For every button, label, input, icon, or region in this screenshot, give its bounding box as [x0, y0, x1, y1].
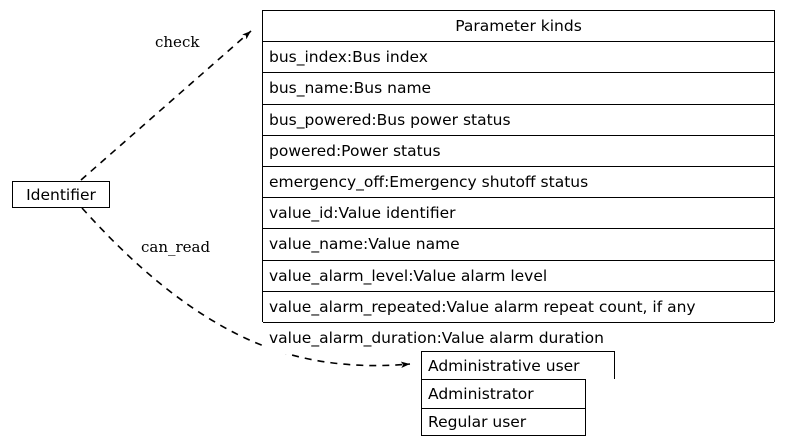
table-row[interactable]: value_alarm_duration:Value alarm duratio… [263, 322, 774, 355]
table-row[interactable]: Administrator [421, 379, 586, 408]
parameter-kinds-header: Parameter kinds [263, 11, 774, 43]
table-row[interactable]: bus_index:Bus index [263, 42, 774, 74]
administrative-user-header: Administrative user [421, 351, 615, 380]
edge-label-check: check [155, 33, 200, 51]
node-identifier[interactable]: Identifier [12, 181, 110, 208]
table-row[interactable]: value_alarm_repeated:Value alarm repeat … [263, 291, 774, 323]
node-parameter-kinds[interactable]: Parameter kinds bus_index:Bus index bus_… [262, 10, 775, 355]
edge-check-line [80, 30, 252, 181]
table-row[interactable]: emergency_off:Emergency shutoff status [263, 166, 774, 199]
table-row[interactable]: Regular user [421, 407, 586, 436]
node-administrative-user[interactable]: Administrative user Administrator Regula… [421, 351, 615, 436]
table-row[interactable]: value_alarm_level:Value alarm level [263, 260, 774, 292]
edge-label-can-read: can_read [141, 238, 211, 256]
table-row[interactable]: powered:Power status [263, 135, 774, 167]
table-row[interactable]: bus_name:Bus name [263, 73, 774, 105]
node-identifier-label: Identifier [26, 185, 96, 204]
table-row[interactable]: bus_powered:Bus power status [263, 104, 774, 136]
table-row[interactable]: value_id:Value identifier [263, 198, 774, 230]
table-row[interactable]: value_name:Value name [263, 229, 774, 261]
